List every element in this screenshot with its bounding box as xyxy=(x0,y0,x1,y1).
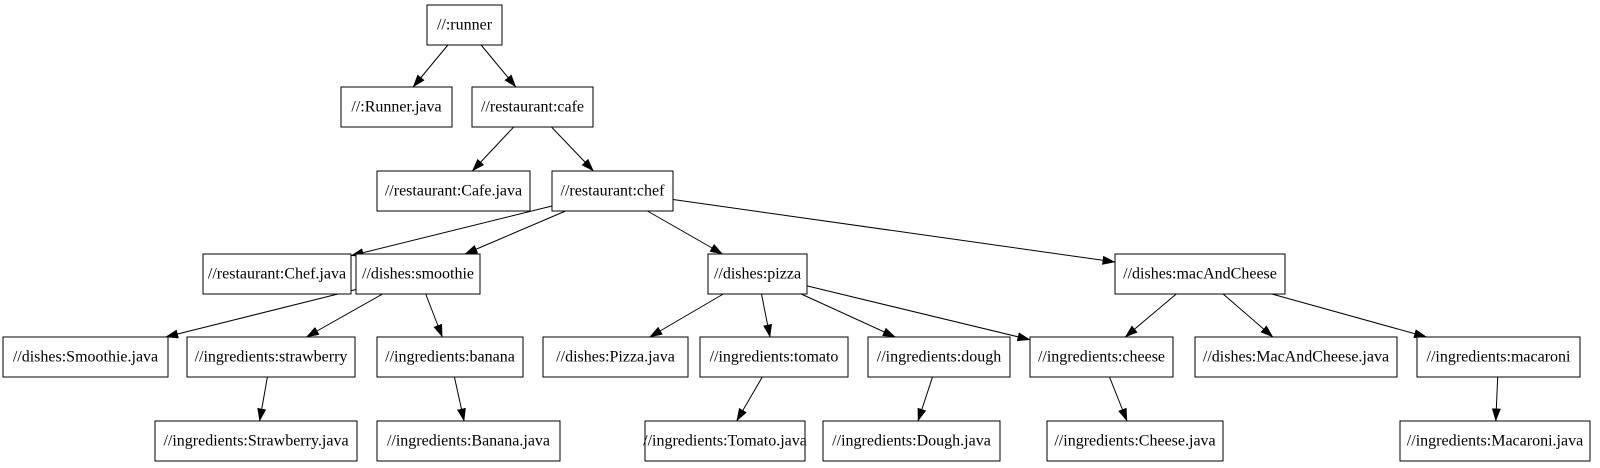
graph-edge-chef-to-chef_java xyxy=(350,205,553,258)
graph-node-label: //dishes:pizza xyxy=(714,266,801,283)
graph-node-box xyxy=(376,170,531,212)
graph-node-label: //ingredients:macaroni xyxy=(1427,349,1572,366)
graph-node-box xyxy=(644,420,806,462)
graph-node-smoothie_java: //dishes:Smoothie.java xyxy=(2,336,169,378)
graph-node-box xyxy=(376,336,524,378)
graph-node-box xyxy=(376,420,561,462)
graph-node-box xyxy=(1399,420,1591,462)
graph-node-strawberry_java: //ingredients:Strawberry.java xyxy=(154,420,358,462)
graph-node-macaroni_java: //ingredients:Macaroni.java xyxy=(1399,420,1591,462)
graph-nodes-layer: //:runner //:Runner.java //restaurant:cafe… xyxy=(2,4,1591,462)
graph-node-dough: //ingredients:dough xyxy=(867,336,1011,378)
graph-edge-cafe-to-chef xyxy=(551,126,594,172)
graph-node-label: //ingredients:cheese xyxy=(1038,349,1165,366)
graph-node-label: //ingredients:Macaroni.java xyxy=(1407,433,1583,450)
graph-node-label: //ingredients:Cheese.java xyxy=(1054,433,1215,450)
graph-node-runner: //:runner xyxy=(426,4,503,46)
graph-node-mac_and_cheese_java: //dishes:MacAndCheese.java xyxy=(1194,336,1398,378)
graph-node-box xyxy=(1046,420,1224,462)
graph-node-box xyxy=(355,253,481,295)
graph-node-dough_java: //ingredients:Dough.java xyxy=(822,420,1001,462)
graph-node-pizza: //dishes:pizza xyxy=(707,253,808,295)
graph-edge-pizza-to-cheese xyxy=(806,285,1031,342)
graph-node-cheese: //ingredients:cheese xyxy=(1029,336,1174,378)
graph-edge-pizza-to-tomato xyxy=(761,293,772,338)
graph-node-chef: //restaurant:chef xyxy=(551,170,674,212)
graph-edge-cafe-to-cafe_java xyxy=(471,126,515,172)
graph-node-box xyxy=(340,86,453,128)
graph-node-label: //dishes:smoothie xyxy=(362,266,474,283)
graph-edge-dough-to-dough_java xyxy=(917,376,933,422)
graph-node-mac_and_cheese: //dishes:macAndCheese xyxy=(1114,253,1286,295)
graph-node-label: //ingredients:banana xyxy=(385,349,515,366)
graph-node-label: //dishes:macAndCheese xyxy=(1123,266,1277,283)
graph-node-box xyxy=(867,336,1011,378)
graph-node-box xyxy=(186,336,356,378)
graph-edge-mac_and_cheese-to-cheese xyxy=(1124,293,1177,338)
graph-node-label: //ingredients:Banana.java xyxy=(387,433,550,450)
graph-edge-mac_and_cheese-to-macaroni xyxy=(1271,293,1428,338)
graph-node-label: //ingredients:tomato xyxy=(710,349,839,366)
graph-edge-pizza-to-pizza_java xyxy=(649,293,724,338)
graph-edge-chef-to-smoothie xyxy=(464,210,566,255)
graph-node-box xyxy=(542,336,689,378)
graph-edge-pizza-to-dough xyxy=(800,293,896,338)
graph-node-label: //:Runner.java xyxy=(351,99,441,116)
graph-edge-macaroni-to-macaroni_java xyxy=(1491,376,1501,422)
graph-node-macaroni: //ingredients:macaroni xyxy=(1416,336,1581,378)
graph-edge-strawberry-to-strawberry_java xyxy=(257,376,268,422)
graph-node-smoothie: //dishes:smoothie xyxy=(355,253,481,295)
graph-node-label: //ingredients:Tomato.java xyxy=(643,433,807,450)
graph-node-label: //restaurant:cafe xyxy=(481,99,584,116)
graph-node-runner_java: //:Runner.java xyxy=(340,86,453,128)
graph-node-tomato: //ingredients:tomato xyxy=(699,336,849,378)
graph-node-box xyxy=(202,253,352,295)
graph-edge-chef-to-pizza xyxy=(647,210,724,255)
graph-node-box xyxy=(551,170,674,212)
graph-edge-chef-to-mac_and_cheese xyxy=(672,199,1116,265)
graph-node-box xyxy=(1416,336,1581,378)
graph-node-box xyxy=(822,420,1001,462)
graph-node-strawberry: //ingredients:strawberry xyxy=(186,336,356,378)
graph-edge-cheese-to-cheese_java xyxy=(1109,376,1128,422)
graph-node-box xyxy=(1194,336,1398,378)
graph-node-label: //dishes:Smoothie.java xyxy=(13,349,158,366)
graph-edges-layer xyxy=(165,44,1501,422)
graph-node-label: //dishes:MacAndCheese.java xyxy=(1203,349,1389,366)
graph-node-tomato_java: //ingredients:Tomato.java xyxy=(643,420,807,462)
graph-node-cheese_java: //ingredients:Cheese.java xyxy=(1046,420,1224,462)
graph-edge-smoothie-to-smoothie_java xyxy=(165,289,357,339)
graph-node-banana: //ingredients:banana xyxy=(376,336,524,378)
graph-node-box xyxy=(1114,253,1286,295)
graph-node-label: //ingredients:Dough.java xyxy=(832,433,991,450)
graph-edge-runner-to-runner_java xyxy=(412,44,449,88)
graph-node-box xyxy=(426,4,503,46)
graph-node-label: //ingredients:strawberry xyxy=(195,349,348,366)
graph-edge-smoothie-to-banana xyxy=(425,293,443,338)
graph-node-label: //restaurant:chef xyxy=(561,183,666,200)
graph-node-banana_java: //ingredients:Banana.java xyxy=(376,420,561,462)
graph-node-chef_java: //restaurant:Chef.java xyxy=(202,253,352,295)
graph-node-pizza_java: //dishes:Pizza.java xyxy=(542,336,689,378)
graph-node-box xyxy=(1029,336,1174,378)
graph-node-label: //restaurant:Cafe.java xyxy=(385,183,522,200)
graph-node-cafe: //restaurant:cafe xyxy=(471,86,594,128)
graph-node-box xyxy=(471,86,594,128)
graph-edge-banana-to-banana_java xyxy=(453,376,466,422)
graph-edge-smoothie-to-strawberry xyxy=(305,293,383,338)
graph-node-box xyxy=(699,336,849,378)
graph-node-label: //ingredients:Strawberry.java xyxy=(163,433,348,450)
graph-edge-mac_and_cheese-to-mac_and_cheese_java xyxy=(1222,293,1274,338)
graph-node-box xyxy=(154,420,358,462)
graph-node-label: //:runner xyxy=(437,17,493,34)
graph-edge-runner-to-cafe xyxy=(480,44,517,88)
graph-node-label: //restaurant:Chef.java xyxy=(208,266,346,283)
graph-node-box xyxy=(2,336,169,378)
graph-node-label: //dishes:Pizza.java xyxy=(556,349,675,366)
graph-node-label: //ingredients:dough xyxy=(877,349,1001,366)
graph-node-box xyxy=(707,253,808,295)
graph-node-cafe_java: //restaurant:Cafe.java xyxy=(376,170,531,212)
graph-edge-tomato-to-tomato_java xyxy=(736,376,763,422)
